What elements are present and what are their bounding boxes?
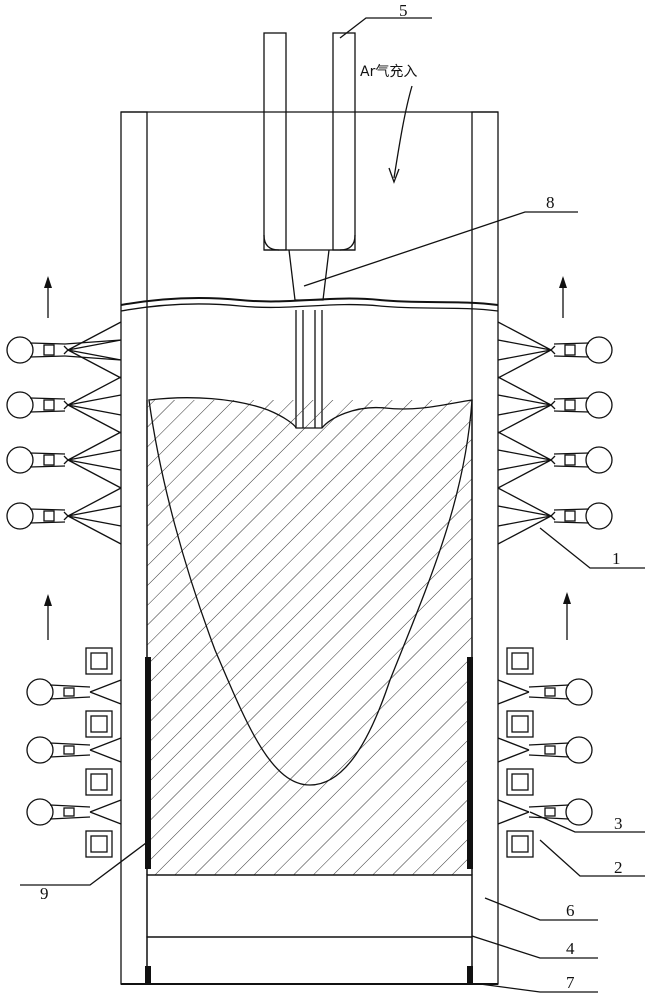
gas-inlet-annotation: Ar气充入 — [360, 64, 417, 80]
gas-inlet-arrow-icon — [389, 86, 412, 182]
cooling-nozzles-upper-left — [7, 322, 121, 544]
label-4: 4 — [566, 939, 575, 958]
cooling-nozzles-lower-right — [498, 679, 592, 825]
label-6: 6 — [566, 901, 575, 920]
label-7: 7 — [566, 973, 575, 992]
label-8: 8 — [546, 193, 555, 212]
label-5: 5 — [399, 1, 408, 20]
coils-lower-left — [86, 648, 112, 857]
ingot — [147, 398, 472, 875]
cooling-nozzles-upper-right — [498, 322, 612, 544]
bottom-insulation-layer — [147, 875, 472, 937]
bottom-plate — [121, 937, 498, 984]
label-9: 9 — [40, 884, 49, 903]
feed-tube — [264, 33, 355, 250]
heating-element-right — [467, 657, 473, 869]
heating-element-left — [145, 657, 151, 869]
coils-lower-right — [507, 648, 533, 857]
label-2: 2 — [614, 858, 623, 877]
cooling-nozzles-lower-left — [27, 679, 121, 825]
label-3: 3 — [614, 814, 623, 833]
crucible-wall-right — [472, 112, 498, 984]
label-1: 1 — [612, 549, 621, 568]
crucible-wall-left — [121, 112, 147, 984]
